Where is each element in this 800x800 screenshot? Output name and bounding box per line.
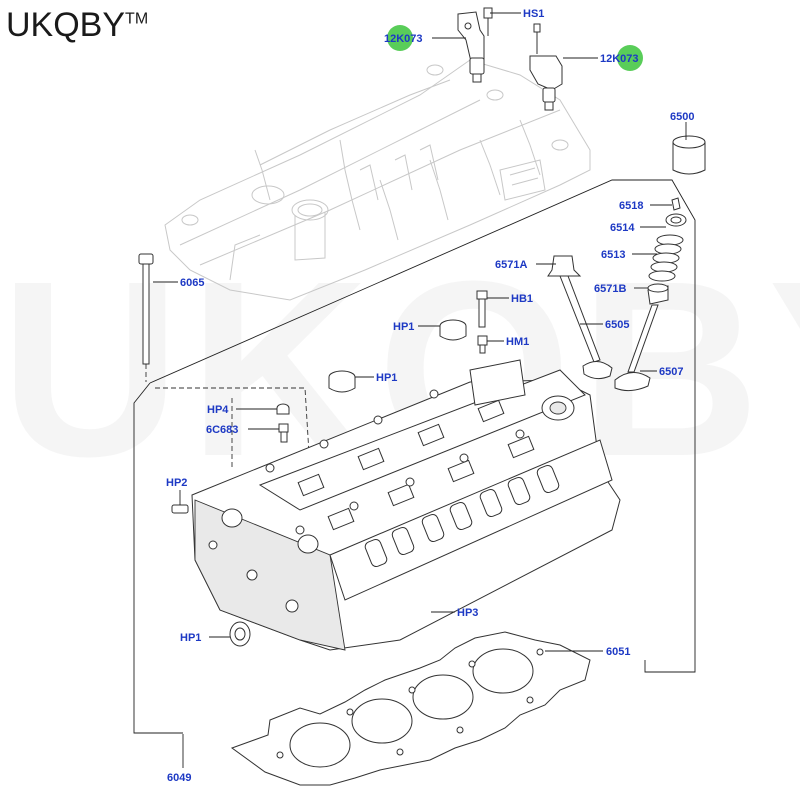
callout-6514: 6514 — [610, 222, 635, 234]
valve-6505 — [559, 275, 613, 380]
callout-hm1: HM1 — [506, 336, 529, 348]
head-bolt-6065 — [138, 253, 154, 382]
bolt-hb1 — [476, 290, 488, 328]
brand-text: UKQBY — [6, 6, 126, 44]
cam-cover-ghost — [164, 59, 591, 301]
callout-hp2: HP2 — [166, 477, 187, 489]
callout-12k073-left: 12K073 — [384, 33, 423, 45]
cam-sensor-left — [457, 11, 485, 83]
collets-6518 — [671, 197, 681, 211]
brand-trademark: TM — [125, 10, 149, 28]
plug-hp1-middle — [328, 370, 356, 393]
tappet-6500 — [672, 135, 706, 175]
callout-6513: 6513 — [601, 249, 625, 261]
leader-lines — [153, 12, 687, 768]
callout-6500: 6500 — [670, 111, 694, 123]
callout-hp4: HP4 — [207, 404, 229, 416]
hs1-bolt — [483, 7, 493, 36]
callout-hp1-middle: HP1 — [376, 372, 397, 384]
plug-hp2 — [171, 504, 189, 514]
callout-hb1: HB1 — [511, 293, 533, 305]
plug-hp1-lower — [229, 621, 251, 647]
callout-hp1-upper: HP1 — [393, 321, 414, 333]
callout-6507: 6507 — [659, 366, 683, 378]
brand-logo: UKQBYTM — [6, 6, 148, 45]
plug-hp4 — [276, 403, 290, 415]
callout-hp1-lower: HP1 — [180, 632, 201, 644]
callout-6051: 6051 — [606, 646, 630, 658]
callout-6065: 6065 — [180, 277, 204, 289]
plug-hp1-upper — [439, 319, 467, 341]
retainer-6514 — [665, 213, 687, 227]
callout-labels: 12K073 HS1 12K073 6500 6518 6514 6513 65… — [166, 8, 694, 784]
cylinder-head — [191, 359, 621, 651]
callout-6518: 6518 — [619, 200, 643, 212]
callout-6505: 6505 — [605, 319, 629, 331]
head-gasket — [230, 631, 591, 786]
callout-hs1: HS1 — [523, 8, 544, 20]
plug-hm1 — [477, 335, 488, 354]
highlight-marker-right — [617, 45, 643, 71]
callout-6571a: 6571A — [495, 259, 527, 271]
intake-ports — [364, 464, 560, 568]
callout-hp3: HP3 — [457, 607, 478, 619]
spring-6513 — [648, 234, 684, 282]
callout-12k073-right: 12K073 — [600, 53, 639, 65]
callout-6c683: 6C683 — [206, 424, 238, 436]
highlight-marker-left — [387, 25, 413, 51]
callout-6049: 6049 — [167, 772, 191, 784]
valve-6507 — [614, 304, 659, 392]
assembly-boundary — [133, 179, 696, 734]
seal-6571b — [647, 283, 669, 305]
sensor-6c683 — [278, 423, 289, 443]
cam-bearing-caps — [297, 399, 535, 531]
callout-6571b: 6571B — [594, 283, 626, 295]
seal-6571a — [547, 255, 582, 277]
cam-sensor-right — [529, 23, 563, 111]
